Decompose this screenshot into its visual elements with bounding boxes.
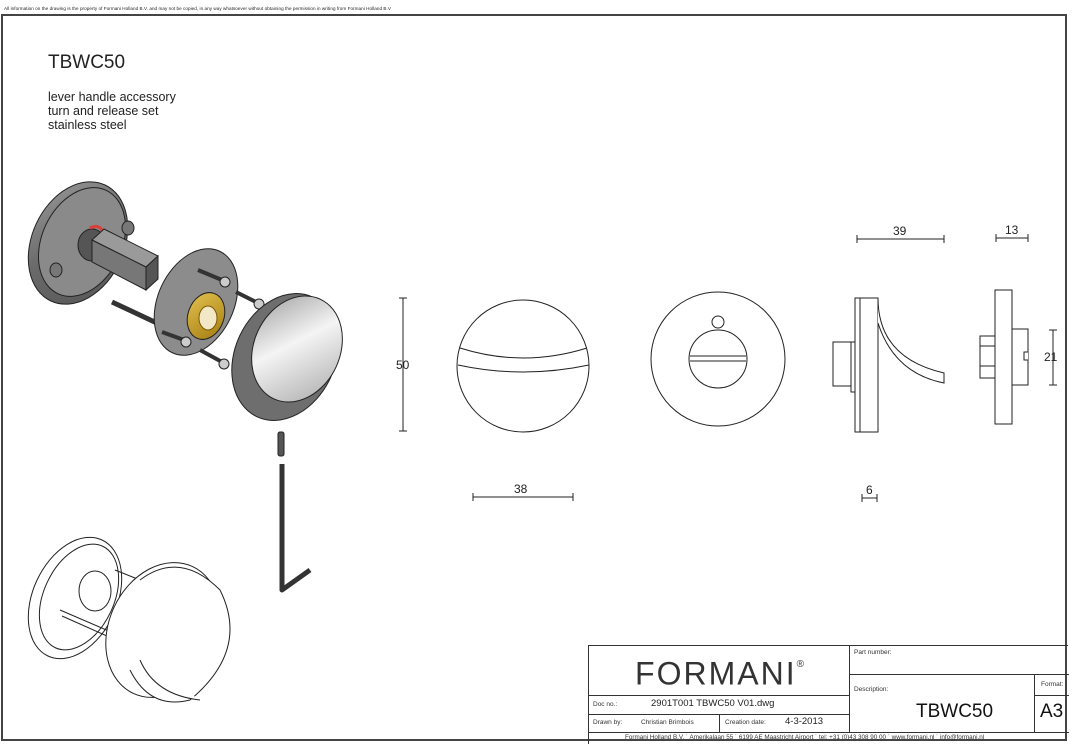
dimension-rose-thickness: 6 [866,483,873,497]
product-code-title: TBWC50 [48,52,126,73]
part-number-label: Part number: [854,649,892,656]
format-value: A3 [1040,701,1064,722]
copyright-notice: All information on the drawing is the pr… [4,6,391,11]
exploded-view [27,181,343,593]
dimension-knob-width: 38 [514,482,528,496]
dimension-back-depth: 13 [1005,223,1019,237]
description-line: stainless steel [48,118,127,132]
creation-date-value: 4-3-2013 [785,716,824,727]
formani-logo: FORMANI® [635,655,804,692]
description-value: TBWC50 [916,701,994,722]
dimension-spindle-height: 21 [1044,350,1058,364]
description-line: turn and release set [48,104,159,118]
format-label: Format: [1041,681,1064,688]
product-description: lever handle accessory turn and release … [48,90,176,132]
drawn-by-value: Christian Brimbois [641,719,694,726]
company-footer: Formani Holland B.V. ˙ Amerikalaan 55 ˙ … [625,734,985,741]
description-label: Description: [854,686,889,693]
dimension-side-depth: 39 [893,224,907,238]
doc-no-label: Doc no.: [593,701,618,708]
title-block: FORMANI® Doc no.: 2901T001 TBWC50 V01.dw… [588,645,1069,744]
drawing-frame [1,14,1067,741]
side-view [832,235,945,502]
drawn-by-label: Drawn by: [593,719,623,726]
rear-view-rose [650,291,786,427]
assembled-view [27,536,231,703]
doc-no-value: 2901T001 TBWC50 V01.dwg [651,698,775,709]
description-line: lever handle accessory [48,90,176,104]
back-side-view [979,234,1057,425]
dimension-knob-height: 50 [396,358,410,372]
creation-date-label: Creation date: [725,719,766,726]
front-view-knob [399,297,590,501]
